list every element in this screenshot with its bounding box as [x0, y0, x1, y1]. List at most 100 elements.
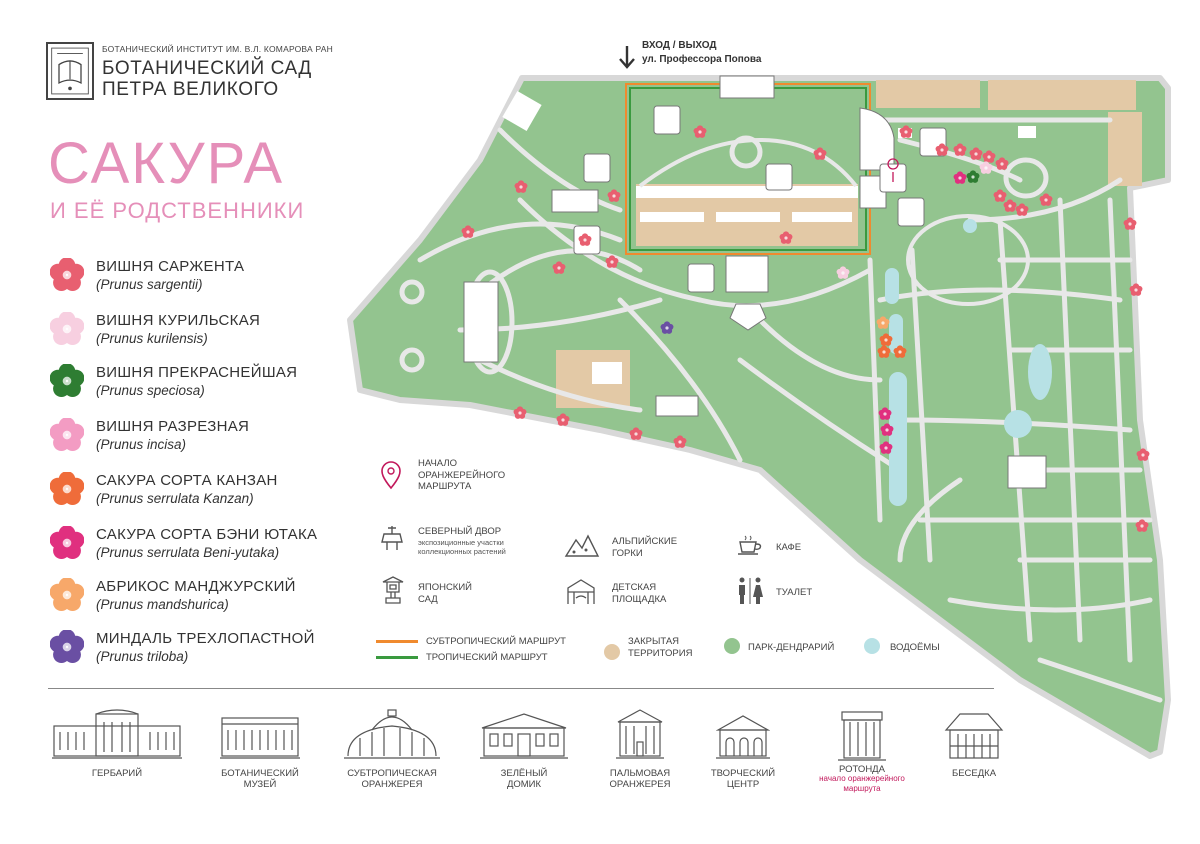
entrance-title: ВХОД / ВЫХОД: [642, 40, 717, 51]
divider: [48, 688, 994, 689]
legend-subtropical-route: СУБТРОПИЧЕСКИЙ МАРШРУТ: [426, 636, 566, 647]
pond-5: [1004, 410, 1032, 438]
building-note: начало оранжерейного маршрута: [792, 774, 932, 793]
building-creative-center: [716, 708, 770, 760]
sakura-tree-marker: [578, 233, 592, 246]
building-rotunda: [838, 708, 886, 764]
sakura-flower-icon: [50, 312, 84, 346]
pond-3: [889, 372, 907, 506]
sakura-tree-marker: [813, 147, 827, 160]
building-label-line: ОРАНЖЕРЕЯ: [609, 779, 671, 790]
sakura-tree-marker: [880, 423, 894, 436]
legend-tropical-route: ТРОПИЧЕСКИЙ МАРШРУТ: [426, 652, 548, 663]
legend-label: САД: [418, 593, 438, 605]
sakura-tree-marker: [514, 180, 528, 193]
sakura-tree-marker: [556, 413, 570, 426]
closed-area-top: [876, 80, 980, 108]
species-name: ВИШНЯ САРЖЕНТА: [96, 258, 245, 275]
museum-building-icon: [220, 717, 300, 759]
herbarium-building-icon: [52, 709, 182, 759]
closed-area-right: [1108, 112, 1142, 186]
sakura-tree-marker: [877, 345, 891, 358]
legend-closed: ЗАКРЫТАЯ ТЕРРИТОРИЯ: [628, 636, 692, 659]
species-latin-name: (Prunus sargentii): [96, 277, 203, 292]
legend-playground: ДЕТСКАЯ ПЛОЩАДКА: [612, 582, 666, 605]
garden-name: БОТАНИЧЕСКИЙ САД ПЕТРА ВЕЛИКОГО: [102, 58, 312, 100]
building-label-line: ОРАНЖЕРЕЯ: [361, 779, 423, 790]
legend-alpine: АЛЬПИЙСКИЕ ГОРКИ: [612, 536, 677, 559]
sakura-tree-marker: [953, 143, 967, 156]
page-subtitle: И ЕЁ РОДСТВЕННИКИ: [50, 198, 305, 223]
legend-north-yard-title: СЕВЕРНЫЙ ДВОР: [418, 526, 502, 537]
building-label: ГЕРБАРИЙ: [91, 768, 143, 779]
building-note-line: начало оранжерейного: [819, 774, 905, 783]
species-latin-name: (Prunus incisa): [96, 437, 187, 452]
species-latin-name: (Prunus serrulata Kanzan): [96, 491, 254, 506]
legend-label: ЗАКРЫТАЯ: [628, 636, 680, 647]
species-name: САКУРА СОРТА БЭНИ ЮТАКА: [96, 526, 318, 543]
sakura-flower-icon: [50, 578, 84, 612]
species-latin-name: (Prunus mandshurica): [96, 597, 229, 612]
pond-6: [963, 219, 977, 233]
sakura-tree-marker: [1135, 519, 1149, 532]
legend-label: НАЧАЛО: [418, 458, 457, 469]
sakura-tree-marker: [969, 147, 983, 160]
sakura-tree-marker: [607, 189, 621, 202]
building-label-line: БОТАНИЧЕСКИЙ: [221, 768, 299, 779]
building-green-house: [480, 708, 568, 760]
rotunda-building-icon: [838, 711, 886, 761]
japanese-lantern-icon: [382, 576, 404, 604]
species-name: АБРИКОС МАНДЖУРСКИЙ: [96, 578, 296, 595]
sakura-tree-marker: [660, 321, 674, 334]
arrow-down-icon: [619, 46, 635, 69]
species-name: ВИШНЯ ПРЕКРАСНЕЙШАЯ: [96, 364, 298, 381]
legend-label: МАРШРУТА: [418, 481, 472, 492]
alpine-hills-icon: [564, 534, 600, 557]
park-area: [347, 75, 1171, 759]
entrance-street: ул. Профессора Попова: [642, 54, 762, 65]
legend-japanese-garden: ЯПОНСКИЙ САД: [418, 582, 472, 605]
sakura-flower-icon: [50, 418, 84, 452]
legend-desc: коллекционных растений: [418, 547, 506, 556]
legend-label: ГОРКИ: [612, 547, 643, 559]
sakura-tree-marker: [552, 261, 566, 274]
species-latin-name: (Prunus kurilensis): [96, 331, 208, 346]
pond-4: [1028, 344, 1052, 400]
sakura-tree-marker: [879, 441, 893, 454]
building-museum: [220, 708, 300, 760]
sakura-flower-icon: [50, 258, 84, 292]
pond-1: [885, 268, 899, 304]
sakura-tree-marker: [513, 406, 527, 419]
sakura-flower-icon: [50, 526, 84, 560]
legend-park-swatch: [724, 638, 740, 654]
legend-water-swatch: [864, 638, 880, 654]
legend-route-start: НАЧАЛО ОРАНЖЕРЕЙНОГО МАРШРУТА: [418, 458, 505, 493]
legend-north-yard-desc: экспозиционные участки коллекционных рас…: [418, 538, 506, 556]
building-note-line: маршрута: [843, 783, 881, 793]
sakura-tree-marker: [1129, 283, 1143, 296]
sakura-tree-marker: [995, 157, 1009, 170]
sakura-tree-marker: [673, 435, 687, 448]
building-label: БОТАНИЧЕСКИЙ МУЗЕЙ: [190, 768, 330, 790]
sakura-tree-marker: [836, 266, 850, 279]
palm-greenhouse-icon: [616, 709, 664, 759]
building-label: БЕСЕДКА: [951, 768, 997, 779]
building-gazebo: [944, 712, 1004, 762]
building-label: ПАЛЬМОВАЯ ОРАНЖЕРЕЯ: [570, 768, 710, 790]
page-title: САКУРА: [48, 131, 285, 196]
legend-label: ДЕТСКАЯ: [612, 582, 657, 593]
building-label-line: ТВОРЧЕСКИЙ: [710, 768, 776, 779]
species-name: ВИШНЯ КУРИЛЬСКАЯ: [96, 312, 261, 329]
species-name: ВИШНЯ РАЗРЕЗНАЯ: [96, 418, 250, 435]
sakura-tree-marker: [899, 125, 913, 138]
creative-center-icon: [716, 715, 770, 759]
location-pin-icon: [381, 461, 401, 490]
park-paths: [417, 117, 1163, 703]
species-latin-name: (Prunus speciosa): [96, 383, 205, 398]
legend-label: ЯПОНСКИЙ: [418, 582, 472, 593]
poi-icons: [573, 105, 947, 293]
sakura-tree-marker: [879, 333, 893, 346]
sakura-tree-marker: [629, 427, 643, 440]
